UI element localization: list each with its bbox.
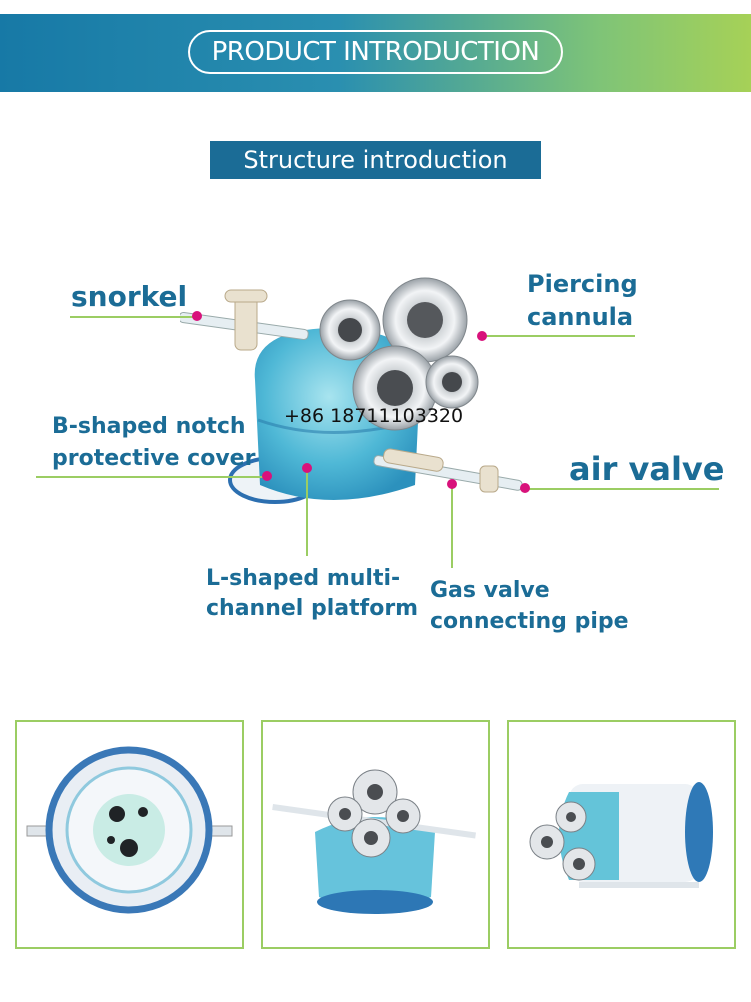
thumbnail-front-view	[261, 720, 490, 949]
callout-air-valve: air valve	[569, 450, 725, 488]
thumbnail-top-view	[15, 720, 244, 949]
callout-bnotch-line1: B-shaped notch	[52, 414, 246, 439]
callout-gas-line1: Gas valve	[430, 578, 550, 603]
callout-air-valve-dot	[520, 483, 530, 493]
product-top-view-image	[26, 746, 233, 914]
thumbnail-side-view	[507, 720, 736, 949]
callout-gas-dot	[447, 479, 457, 489]
callout-gas-line2: connecting pipe	[430, 609, 629, 634]
callout-gas-line	[451, 486, 453, 568]
callout-piercing-line	[483, 335, 635, 337]
callout-bnotch-line	[36, 476, 266, 478]
product-front-view-image	[272, 769, 477, 914]
callout-snorkel-dot	[192, 311, 202, 321]
callout-lshaped-line	[306, 470, 308, 556]
callout-piercing-line1: Piercing	[527, 270, 638, 298]
watermark-phone: +86 18711103320	[284, 405, 464, 427]
product-illustration	[180, 277, 523, 504]
callout-piercing-dot	[477, 331, 487, 341]
header-banner: PRODUCT INTRODUCTION	[0, 14, 751, 92]
callout-lshaped-line2: channel platform	[206, 596, 419, 621]
callout-lshaped-dot	[302, 463, 312, 473]
callout-snorkel: snorkel	[71, 280, 188, 313]
callout-bnotch-line2: protective cover	[52, 446, 256, 471]
callout-piercing-line2: cannula	[527, 303, 634, 331]
callout-bnotch-dot	[262, 471, 272, 481]
section-title: Structure introduction	[210, 141, 541, 179]
callout-lshaped-line1: L-shaped multi-	[206, 566, 401, 591]
callout-snorkel-line	[70, 316, 198, 318]
header-title: PRODUCT INTRODUCTION	[188, 30, 563, 74]
product-side-view-image	[529, 782, 713, 888]
callout-air-valve-line	[525, 488, 719, 490]
